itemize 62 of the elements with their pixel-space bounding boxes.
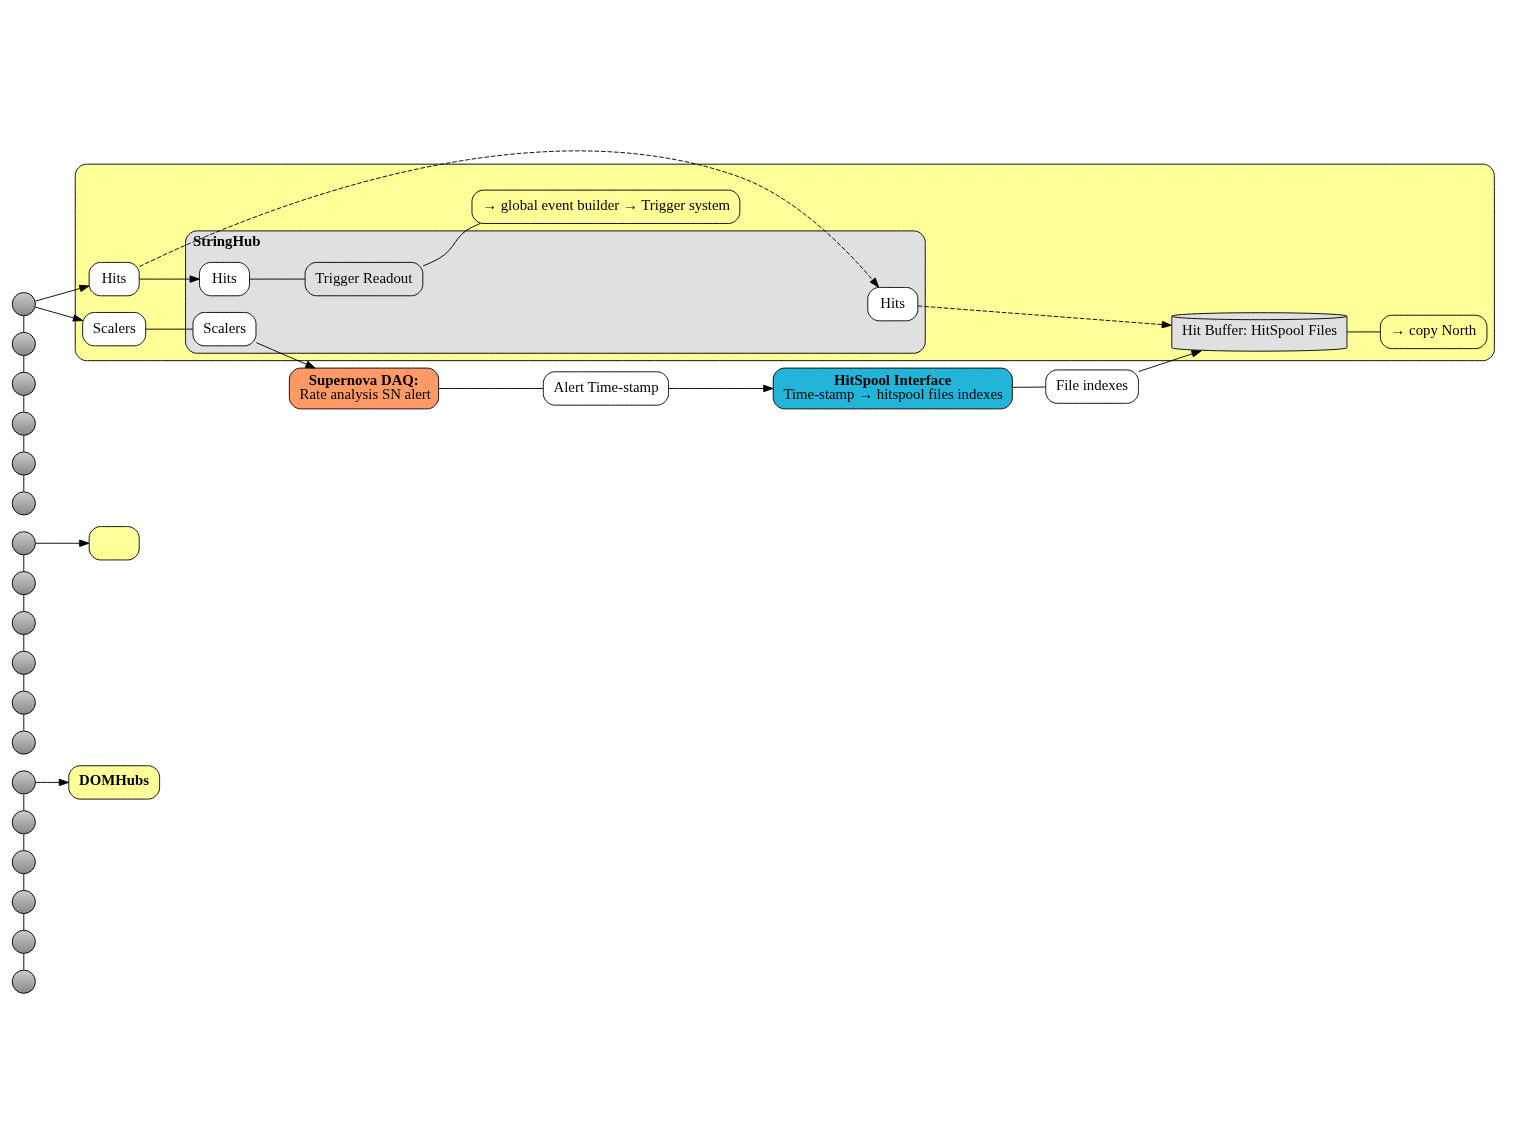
connector bbox=[23, 633, 25, 651]
node-box: Scalers bbox=[82, 311, 147, 346]
connector bbox=[23, 833, 25, 851]
connector bbox=[23, 554, 25, 572]
connector bbox=[23, 594, 25, 612]
connector bbox=[23, 793, 25, 811]
node-circle bbox=[11, 291, 36, 316]
node-box: Supernova DAQ: Rate analysis SN alert bbox=[288, 367, 440, 409]
arrow bbox=[1138, 349, 1202, 372]
node-circle bbox=[11, 610, 36, 635]
node-box: Hits bbox=[867, 286, 919, 321]
arrow bbox=[139, 274, 200, 283]
connector bbox=[145, 328, 194, 330]
connector bbox=[1346, 330, 1381, 332]
connector bbox=[23, 315, 25, 333]
arrow bbox=[139, 150, 880, 288]
node-box: Hits bbox=[199, 261, 250, 296]
node-box: Hits bbox=[88, 261, 140, 296]
connector bbox=[23, 474, 25, 492]
node-circle bbox=[11, 889, 36, 914]
node-circle bbox=[11, 969, 36, 994]
arrow bbox=[35, 539, 90, 547]
connector bbox=[23, 434, 25, 452]
node-box: File indexes bbox=[1045, 368, 1139, 404]
node-box: HitSpool Interface Time-stamp → hitspool files indexes bbox=[772, 367, 1013, 409]
node-circle bbox=[11, 650, 36, 675]
node-box: Trigger Readout bbox=[304, 261, 424, 296]
node-circle bbox=[11, 730, 36, 755]
arrow bbox=[35, 778, 69, 786]
node-circle bbox=[11, 530, 36, 555]
node-circle bbox=[11, 490, 36, 515]
node-circle bbox=[11, 570, 36, 595]
connector bbox=[23, 713, 25, 731]
node-circle bbox=[11, 371, 36, 396]
connector bbox=[23, 912, 25, 930]
arrow bbox=[34, 306, 84, 322]
node-circle bbox=[11, 929, 36, 954]
arrow bbox=[917, 305, 1172, 328]
connector bbox=[23, 952, 25, 970]
connector bbox=[438, 387, 544, 389]
arrow bbox=[255, 341, 316, 368]
node-circle bbox=[11, 769, 36, 794]
connector bbox=[23, 354, 25, 372]
node-circle bbox=[11, 849, 36, 874]
connector bbox=[249, 278, 306, 280]
node-box: Alert Time-stamp bbox=[542, 370, 669, 406]
node-box: → copy North bbox=[1379, 314, 1488, 349]
node-circle bbox=[11, 411, 36, 436]
node-circle bbox=[11, 331, 36, 356]
arrow bbox=[34, 284, 90, 302]
node-box bbox=[88, 525, 140, 560]
connector bbox=[1012, 386, 1046, 388]
node-box: Scalers bbox=[192, 311, 257, 346]
node-box: DOMHubs bbox=[68, 764, 161, 800]
connector bbox=[23, 873, 25, 891]
connector bbox=[23, 394, 25, 412]
node-circle bbox=[11, 690, 36, 715]
node-box: → global event builder → Trigger system bbox=[471, 189, 741, 224]
node-circle bbox=[11, 451, 36, 476]
node-circle bbox=[11, 809, 36, 834]
connector bbox=[23, 673, 25, 691]
arrow bbox=[668, 384, 774, 392]
